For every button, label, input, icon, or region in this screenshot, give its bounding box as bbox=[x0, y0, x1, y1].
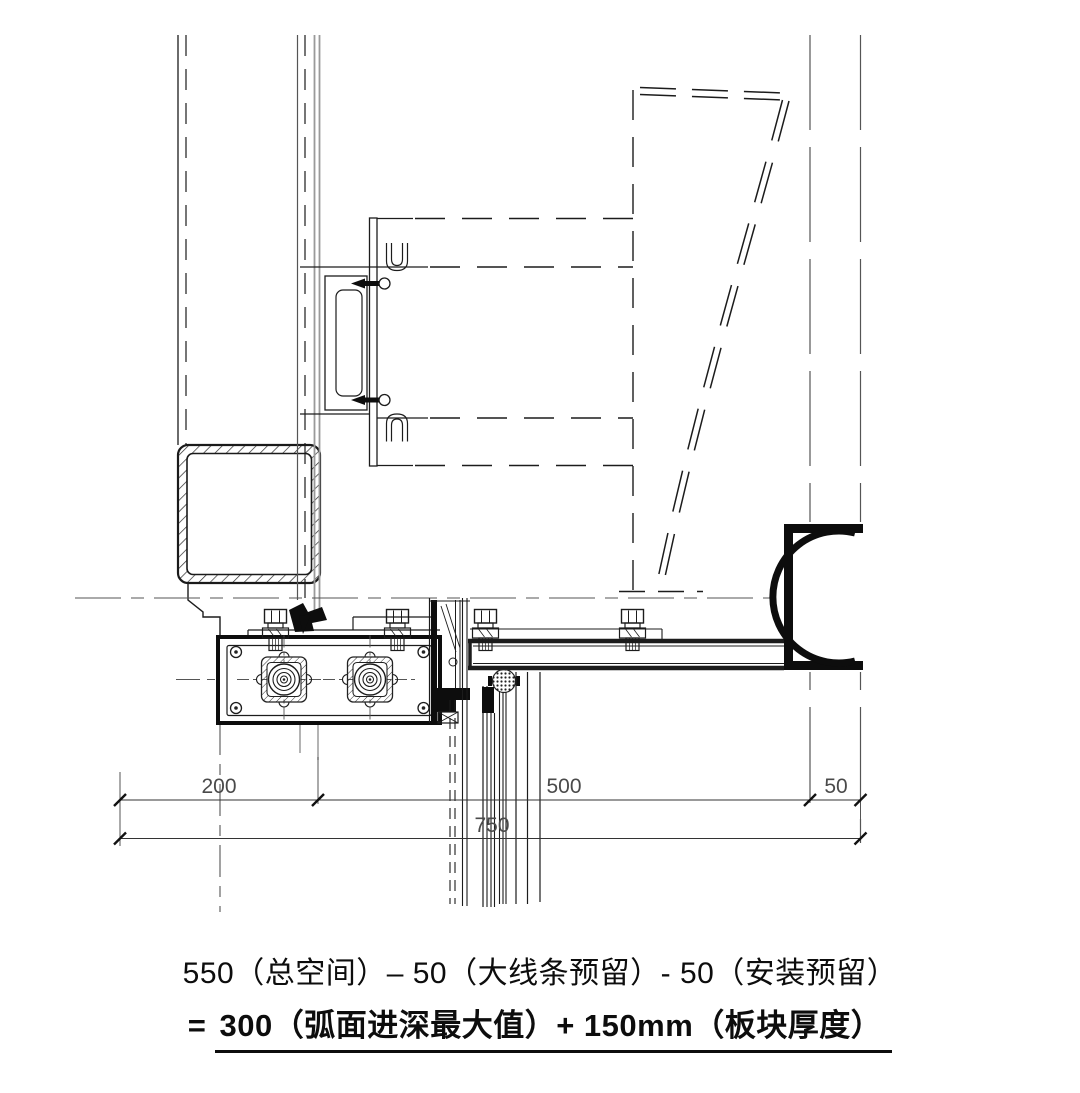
dim-label-50: 50 bbox=[824, 775, 847, 798]
self-tap-screw bbox=[351, 277, 391, 290]
dim-label-500: 500 bbox=[546, 775, 581, 798]
self-tap-screw bbox=[351, 393, 391, 407]
gasket-section bbox=[488, 668, 520, 694]
beam-outer-wall bbox=[216, 635, 442, 725]
steel-tube-section bbox=[176, 443, 322, 637]
transom-beam-box bbox=[216, 603, 442, 725]
caption-block: 550（总空间）– 50（大线条预留）- 50（安装预留） = 300（弧面进深… bbox=[0, 952, 1080, 1053]
glass-stack bbox=[449, 598, 541, 907]
wall-face-lines bbox=[177, 35, 187, 445]
mullion-face-lines bbox=[296, 35, 321, 760]
caption-line2: = 300（弧面进深最大值）+ 150mm（板块厚度） bbox=[0, 1000, 1080, 1053]
column-step-profile bbox=[187, 583, 221, 637]
dim-label-750: 750 bbox=[474, 814, 509, 837]
caption-line1: 550（总空间）– 50（大线条预留）- 50（安装预留） bbox=[182, 957, 898, 990]
caption-underlined-result: 300（弧面进深最大值）+ 150mm（板块厚度） bbox=[215, 1000, 893, 1053]
reference-lines-right bbox=[809, 35, 862, 843]
caption-equals: = bbox=[187, 1008, 207, 1043]
dim-label-200: 200 bbox=[201, 775, 236, 798]
curved-panel-dashed bbox=[619, 86, 790, 593]
retracted-panel-dashed-outline bbox=[415, 90, 634, 597]
hook-bracket-assembly bbox=[300, 217, 428, 467]
panel-assembly bbox=[468, 608, 795, 671]
adapter-clip bbox=[324, 275, 368, 411]
fin-c-profile bbox=[769, 522, 864, 672]
mullion-profile bbox=[428, 598, 470, 724]
dimension-system: 200 500 50 750 bbox=[112, 757, 868, 846]
